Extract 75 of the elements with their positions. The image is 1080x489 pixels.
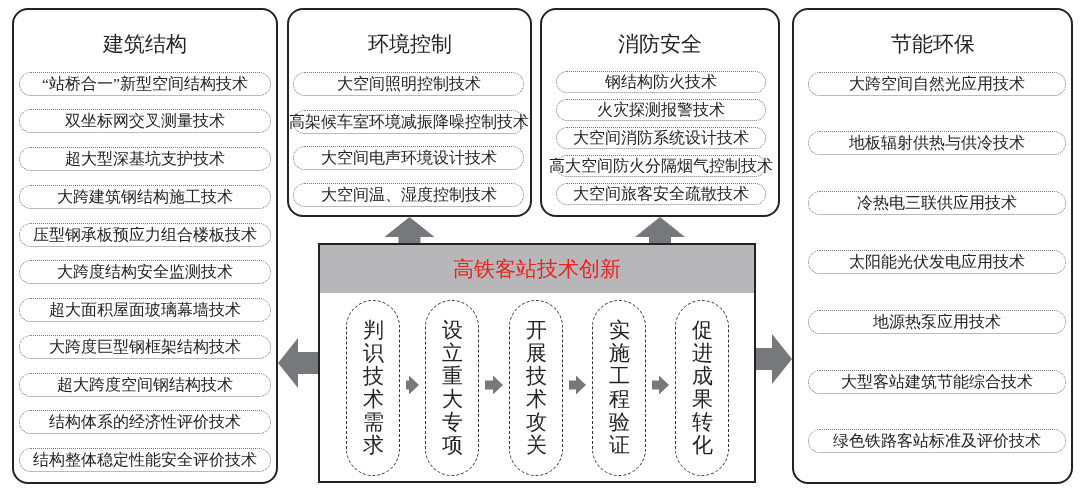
panel-title: 环境控制 <box>366 31 453 58</box>
technology-item <box>556 183 766 205</box>
arrow <box>406 375 419 395</box>
item-label: 超大面积屋面玻璃幕墙技术 <box>49 299 241 320</box>
technology-item <box>19 260 271 284</box>
item-label: 大跨度巨型钢框架结构技术 <box>49 336 241 357</box>
item-label: 大空间消防系统设计技术 <box>573 127 749 148</box>
technology-item <box>19 223 271 247</box>
technology-item <box>293 72 524 96</box>
arrow <box>652 375 669 395</box>
item-label: 火灾探测报警技术 <box>597 99 725 120</box>
category-panel <box>287 8 532 217</box>
block-arrow <box>384 217 435 243</box>
item-label: 大跨空间自然光应用技术 <box>849 73 1025 94</box>
technology-item <box>19 335 271 359</box>
arrow <box>485 375 503 395</box>
technology-item <box>19 410 271 434</box>
block-arrow <box>756 334 792 384</box>
item-label: 地板辐射供热与供冷技术 <box>849 132 1025 153</box>
item-label: 超大型深基坑支护技术 <box>65 148 225 169</box>
item-label: 钢结构防火技术 <box>605 71 717 92</box>
item-label: 超大跨度空间钢结构技术 <box>57 374 233 395</box>
panel-title: 节能环保 <box>889 31 976 58</box>
item-label: 大空间电声环境设计技术 <box>320 147 497 168</box>
arrow <box>569 375 586 395</box>
item-label: 结构体系的经济性评价技术 <box>49 411 241 432</box>
technology-item <box>19 185 271 209</box>
category-panel <box>12 8 278 484</box>
item-label: 大跨度结构安全监测技术 <box>57 261 233 282</box>
block-arrow <box>278 338 318 388</box>
header-title: 高铁客站技术创新 <box>453 256 621 283</box>
step-label: 实施工程验证 <box>608 318 630 458</box>
category-panel <box>540 8 780 217</box>
item-label: 高架候车室环境减振降噪控制技术 <box>288 111 529 132</box>
technology-item <box>19 109 271 133</box>
technology-item <box>808 191 1066 215</box>
item-label: 太阳能光伏发电应用技术 <box>849 251 1025 272</box>
technology-item <box>808 250 1066 274</box>
technology-item <box>19 72 271 96</box>
step-label: 设立重大专项 <box>441 318 463 458</box>
item-label: 绿色铁路客站标准及评价技术 <box>833 430 1041 451</box>
item-label: 压型钢承板预应力组合楼板技术 <box>33 224 257 245</box>
technology-item <box>808 72 1066 96</box>
block-arrow <box>635 217 685 243</box>
technology-item <box>19 373 271 397</box>
panel-title: 消防安全 <box>617 31 703 58</box>
item-label: 大空间温、湿度控制技术 <box>320 184 497 205</box>
item-label: 大型客站建筑节能综合技术 <box>841 371 1033 392</box>
step-label: 促进成果转化 <box>691 318 713 458</box>
technology-item <box>293 146 524 170</box>
technology-item <box>293 183 524 207</box>
technology-item <box>19 448 271 472</box>
item-label: 冷热电三联供应用技术 <box>857 192 1017 213</box>
innovation-process-box <box>318 243 756 483</box>
step-label: 开展技术攻关 <box>525 318 547 458</box>
item-label: 大空间旅客安全疏散技术 <box>573 183 749 204</box>
item-label: 大空间照明控制技术 <box>336 73 481 94</box>
technology-item <box>556 99 766 121</box>
technology-item <box>556 127 766 149</box>
item-label: 结构整体稳定性能安全评价技术 <box>33 449 257 470</box>
step-label: 判识技术需求 <box>362 318 384 458</box>
technology-item <box>808 310 1066 334</box>
technology-item <box>19 298 271 322</box>
category-panel <box>792 8 1073 484</box>
item-label: 大跨建筑钢结构施工技术 <box>57 186 233 207</box>
technology-item <box>808 131 1066 155</box>
panel-title: 建筑结构 <box>102 31 188 58</box>
technology-item <box>808 370 1066 394</box>
technology-item <box>808 429 1066 453</box>
item-label: “站桥合一”新型空间结构技术 <box>42 73 248 94</box>
technology-item <box>19 147 271 171</box>
item-label: 高大空间防火分隔烟气控制技术 <box>549 155 773 176</box>
item-label: 地源热泵应用技术 <box>873 311 1001 332</box>
item-label: 双坐标网交叉测量技术 <box>65 110 225 131</box>
technology-item <box>556 71 766 93</box>
